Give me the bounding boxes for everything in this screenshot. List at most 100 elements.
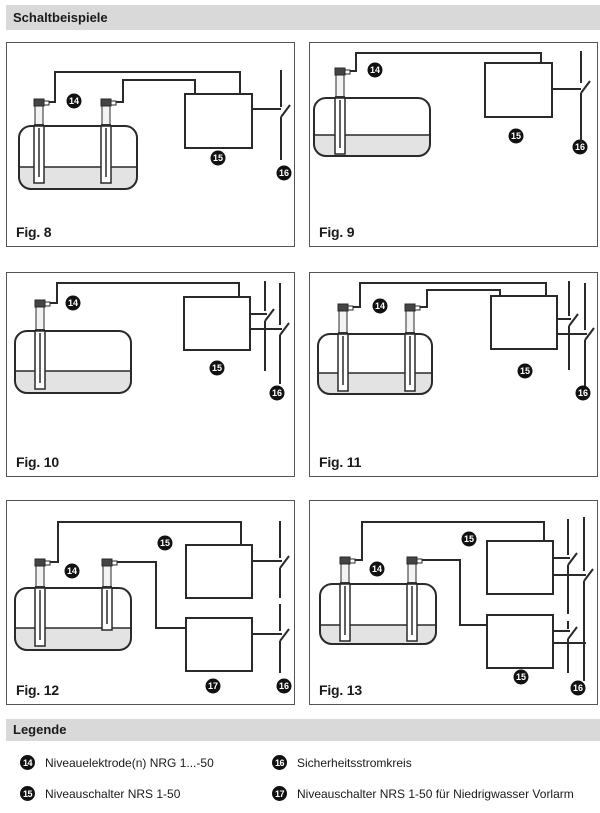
callout-badge xyxy=(572,139,588,155)
electrode-head-icon xyxy=(101,558,113,567)
callout-badge xyxy=(66,93,82,109)
figure-label: Fig. 9 xyxy=(319,224,355,240)
electrode-neck xyxy=(338,310,348,335)
callout-number: 14 xyxy=(375,301,385,311)
callout-number: 16 xyxy=(573,683,583,693)
legend-text: Niveauschalter NRS 1-50 xyxy=(45,786,181,801)
water-fill xyxy=(314,135,430,156)
legend-text: Sicherheitsstromkreis xyxy=(297,755,412,770)
controller-box xyxy=(490,295,558,350)
electrode-connector-icon xyxy=(416,558,423,564)
switch-contact-icon xyxy=(584,327,595,341)
callout-badge xyxy=(575,385,591,401)
wire xyxy=(422,559,487,626)
controller-box xyxy=(486,614,554,669)
electrode-neck xyxy=(405,310,415,335)
legend-text: Niveauschalter NRS 1-50 für Niedrigwasse… xyxy=(297,786,574,801)
callout-number: 16 xyxy=(575,142,585,152)
electrode-head-icon xyxy=(33,98,45,107)
callout-badge xyxy=(276,678,292,694)
callout-badge: 14 xyxy=(20,755,35,770)
callout-badge xyxy=(570,680,586,696)
controller-box xyxy=(184,93,253,149)
wire xyxy=(50,521,242,563)
switch-contact-icon xyxy=(264,308,275,322)
figure-label: Fig. 12 xyxy=(16,682,59,698)
wire xyxy=(420,289,501,308)
electrode-connector-icon xyxy=(44,301,51,307)
callout-badge xyxy=(367,62,383,78)
tank xyxy=(14,587,132,651)
switch-contact-icon xyxy=(567,626,578,640)
callout-number: 14 xyxy=(370,65,380,75)
electrode-head-icon xyxy=(339,556,351,565)
electrode-connector-icon xyxy=(347,305,354,311)
callout-number: 15 xyxy=(511,131,521,141)
callout-number: 15 xyxy=(213,153,223,163)
electrode-head-icon xyxy=(337,303,349,312)
callout-number: 14 xyxy=(67,566,77,576)
figure-label: Fig. 13 xyxy=(319,682,362,698)
callout-badge: 15 xyxy=(20,786,35,801)
tank xyxy=(313,97,431,157)
legend-title: Legende xyxy=(13,722,67,737)
callout-number: 15 xyxy=(516,672,526,682)
electrode-connector-icon xyxy=(414,305,421,311)
electrode-connector-icon xyxy=(111,560,118,566)
tank xyxy=(18,125,138,190)
callout-number: 15 xyxy=(212,363,222,373)
callout-badge xyxy=(461,531,477,547)
electrode-neck xyxy=(340,563,350,585)
electrode-head-icon xyxy=(100,98,112,107)
electrode-neck xyxy=(101,105,111,127)
tank xyxy=(319,583,437,645)
electrode-head-icon xyxy=(34,299,46,308)
electrode-head-icon xyxy=(34,558,46,567)
section-title: Schaltbeispiele xyxy=(13,10,108,25)
electrode-connector-icon xyxy=(43,100,50,106)
callout-number: 14 xyxy=(68,298,78,308)
callout-badge xyxy=(508,128,524,144)
switch-contact-icon xyxy=(568,313,579,327)
water-fill xyxy=(320,625,436,644)
switch-contact-icon xyxy=(279,555,290,569)
electrode-neck xyxy=(407,563,417,585)
figure-label: Fig. 10 xyxy=(16,454,59,470)
legend-text: Niveauelektrode(n) NRG 1...-50 xyxy=(45,755,214,770)
electrode-connector-icon xyxy=(349,558,356,564)
legend-item: 15 Niveauschalter NRS 1-50 xyxy=(20,786,180,801)
callout-number: 14 xyxy=(372,564,382,574)
controller-box xyxy=(183,296,251,351)
switch-contact-icon xyxy=(279,628,290,642)
water-fill xyxy=(15,371,131,393)
callout-badge xyxy=(517,363,533,379)
callout-number: 16 xyxy=(578,388,588,398)
controller-box xyxy=(185,544,253,599)
fig-9-diagram: 14 15 16 xyxy=(313,51,591,157)
electrode-neck xyxy=(335,74,345,99)
callout-badge xyxy=(209,360,225,376)
switch-contact-icon xyxy=(280,104,291,118)
callout-badge xyxy=(64,563,80,579)
tank xyxy=(14,330,132,394)
callout-badge xyxy=(513,669,529,685)
callout-number: 15 xyxy=(160,538,170,548)
electrode-neck xyxy=(34,105,44,127)
legend-header: Legende xyxy=(6,719,600,741)
callout-number: 17 xyxy=(208,681,218,691)
wire xyxy=(353,282,547,308)
controller-box xyxy=(486,540,554,595)
section-header: Schaltbeispiele xyxy=(6,5,600,30)
